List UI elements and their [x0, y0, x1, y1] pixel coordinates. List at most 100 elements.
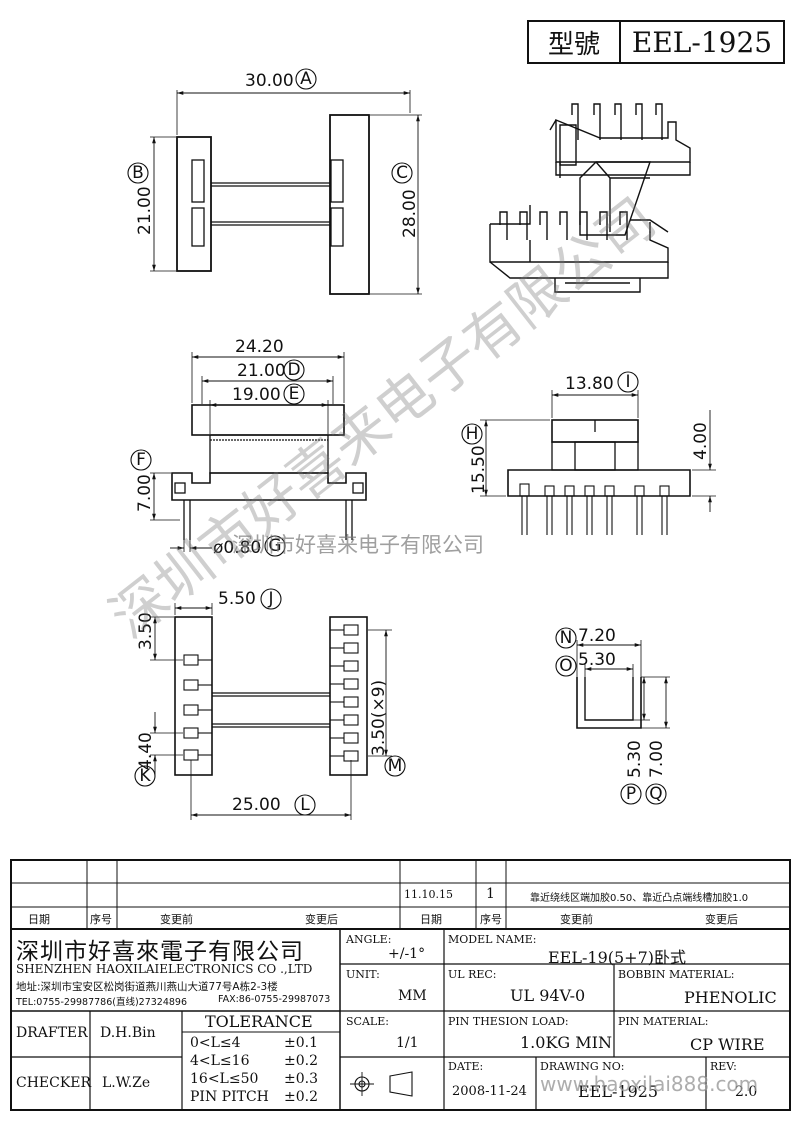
dim-a: 30.00	[245, 71, 294, 91]
rev-header-no-1: 序号	[90, 913, 112, 926]
dim-m: 3.50(×9)	[369, 680, 389, 756]
rev-header-date-1: 日期	[28, 913, 50, 926]
tolerance-range-1: 0<L≤4	[190, 1035, 241, 1051]
ul-label: UL REC:	[448, 968, 497, 981]
svg-text:Q: Q	[649, 784, 662, 804]
model-name-value: EEL-19(5+7)卧式	[548, 948, 687, 967]
revision-note: 靠近绕线区端加胶0.50、靠近凸点端线槽加胶1.0	[530, 893, 749, 904]
tolerance-value-4: ±0.2	[284, 1089, 318, 1105]
pin-material-value: CP WIRE	[690, 1035, 765, 1054]
svg-text:B: B	[132, 163, 144, 183]
rev-header-before-1: 变更前	[160, 913, 193, 926]
model-name-label: MODEL NAME:	[448, 933, 537, 946]
drawing-no-value: EEL-1925	[578, 1082, 659, 1101]
drawing-no-label: DRAWING NO:	[540, 1060, 625, 1073]
tolerance-range-2: 4<L≤16	[190, 1053, 250, 1069]
rev-header-after-1: 变更后	[305, 913, 338, 926]
company-name-en: SHENZHEN HAOXILAIELECTRONICS CO .,LTD	[16, 962, 313, 976]
company-name-cn: 深圳市好喜來電子有限公司	[16, 939, 304, 965]
model-value: EEL-1925	[631, 25, 773, 59]
tolerance-range-3: 16<L≤50	[190, 1071, 259, 1087]
rev-header-before-2: 变更前	[560, 913, 593, 926]
date-label: DATE:	[448, 1060, 484, 1073]
svg-text:I: I	[625, 372, 630, 392]
watermark-url: www.haoxilai888.com	[540, 1072, 759, 1096]
tolerance-title: TOLERANCE	[205, 1012, 313, 1031]
tolerance-value-3: ±0.3	[284, 1071, 318, 1087]
dim-o: 5.30	[578, 650, 616, 670]
svg-text:L: L	[300, 795, 310, 815]
dim-l: 25.00	[232, 795, 281, 815]
checker-name: L.W.Ze	[102, 1075, 151, 1091]
dim-right-small: 4.00	[691, 422, 711, 460]
tolerance-value-1: ±0.1	[284, 1035, 318, 1051]
dimension-values: 30.00 21.00 28.00 24.20 21.00 19.00 7.00…	[135, 71, 711, 815]
top-view	[150, 90, 422, 295]
bottom-view	[150, 603, 392, 820]
angle-label: ANGLE:	[346, 933, 392, 946]
svg-text:D: D	[287, 360, 300, 380]
rev-header-no-2: 序号	[480, 913, 502, 926]
dim-i: 13.80	[565, 374, 614, 394]
svg-text:M: M	[388, 756, 403, 776]
svg-text:P: P	[626, 784, 636, 804]
svg-text:C: C	[396, 163, 408, 183]
dim-e: 19.00	[232, 385, 281, 405]
dim-n: 7.20	[578, 626, 616, 646]
dim-j: 5.50	[218, 589, 256, 609]
svg-text:G: G	[268, 536, 281, 556]
svg-text:F: F	[136, 450, 146, 470]
svg-text:H: H	[466, 424, 479, 444]
revision-date: 11.10.15	[404, 888, 453, 901]
drafter-name: D.H.Bin	[100, 1025, 156, 1041]
company-fax: FAX:86-0755-29987073	[218, 994, 331, 1005]
svg-text:N: N	[560, 628, 573, 648]
dim-c: 28.00	[400, 189, 420, 238]
pin-load-value: 1.0KG MIN	[520, 1033, 612, 1052]
rev-value: 2.0	[735, 1084, 758, 1100]
rev-label: REV:	[710, 1060, 737, 1073]
rev-header-date-2: 日期	[420, 913, 442, 926]
company-address: 地址:深圳市宝安区松岗街道燕川燕山大道77号A栋2-3楼	[16, 981, 278, 993]
dim-j-vertical: 3.50	[136, 612, 156, 650]
rev-header-after-2: 变更后	[705, 913, 738, 926]
dim-b: 21.00	[135, 186, 155, 235]
angle-value: +/-1°	[388, 946, 426, 962]
revision-number: 1	[486, 886, 495, 902]
svg-text:A: A	[300, 69, 312, 89]
front-view	[150, 352, 367, 552]
svg-text:K: K	[139, 766, 151, 786]
dim-d: 21.00	[237, 361, 286, 381]
watermark-diagonal: 深圳市好喜来电子有限公司	[99, 186, 669, 651]
tolerance-range-4: PIN PITCH	[190, 1089, 269, 1105]
date-value: 2008-11-24	[452, 1084, 527, 1099]
title-block-grid	[10, 859, 791, 1111]
bobbin-value: PHENOLIC	[684, 988, 777, 1007]
tolerance-value-2: ±0.2	[284, 1053, 318, 1069]
dim-q: 7.00	[647, 740, 667, 778]
callout-letters: A B C D E F G H I J K L M N O P Q	[132, 69, 663, 815]
dim-p: 5.30	[625, 740, 645, 778]
side-view	[480, 390, 716, 535]
unit-label: UNIT:	[346, 968, 380, 981]
scale-value: 1/1	[396, 1035, 419, 1051]
svg-text:O: O	[559, 656, 572, 676]
dim-top-width: 24.20	[235, 337, 284, 357]
unit-value: MM	[398, 988, 427, 1004]
dim-h: 15.50	[469, 445, 489, 494]
svg-text:E: E	[289, 384, 300, 404]
ul-value: UL 94V-0	[510, 986, 586, 1005]
dimension-callouts	[127, 68, 667, 816]
svg-text:J: J	[267, 589, 273, 609]
pin-material-label: PIN MATERIAL:	[618, 1015, 709, 1028]
model-label: 型號	[529, 22, 621, 62]
company-tel: TEL:0755-29987786(直线)27324896	[16, 997, 188, 1008]
title-box: 型號 EEL-1925	[527, 20, 785, 64]
scale-label: SCALE:	[346, 1015, 389, 1028]
pin-load-label: PIN THESION LOAD:	[448, 1015, 569, 1028]
dim-g: ø0.80	[213, 538, 261, 558]
isometric-view	[489, 103, 691, 293]
watermark-horizontal: 深圳市好喜来电子有限公司	[232, 533, 484, 557]
dim-f: 7.00	[135, 474, 155, 512]
